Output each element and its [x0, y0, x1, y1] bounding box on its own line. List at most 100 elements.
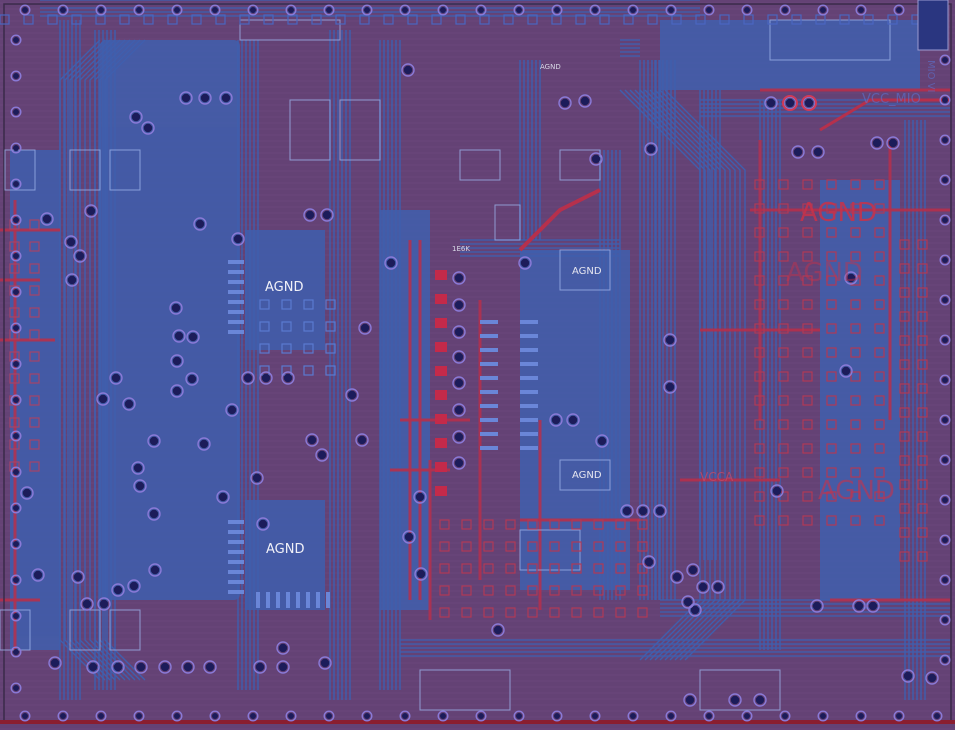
ic-pin: [520, 376, 538, 380]
via: [663, 333, 677, 347]
via: [57, 4, 69, 16]
pad: [615, 585, 626, 596]
pad: [874, 203, 885, 214]
pad: [505, 607, 516, 618]
ic-pin: [228, 310, 244, 314]
via-hole: [516, 713, 522, 719]
via-hole: [820, 7, 826, 13]
via-hole: [744, 713, 750, 719]
via: [185, 372, 199, 386]
pad: [47, 14, 58, 25]
pad: [325, 321, 336, 332]
via: [111, 660, 125, 674]
via: [401, 63, 415, 77]
via-hole: [111, 373, 121, 383]
via: [452, 376, 466, 390]
via: [627, 4, 639, 16]
pad: [899, 551, 910, 562]
via: [663, 380, 677, 394]
via-hole: [713, 582, 723, 592]
via: [127, 579, 141, 593]
pad: [850, 491, 861, 502]
pad: [778, 203, 789, 214]
via-hole: [706, 713, 712, 719]
via-hole: [347, 390, 357, 400]
pad: [461, 607, 472, 618]
via: [193, 217, 207, 231]
pad: [850, 395, 861, 406]
component-footprint: [559, 459, 611, 491]
via: [839, 364, 853, 378]
pad: [850, 515, 861, 526]
ic-pin: [480, 376, 498, 380]
via-hole: [896, 713, 902, 719]
bottom-trace: [99, 39, 141, 681]
via-hole: [326, 7, 332, 13]
ic-pin: [520, 446, 538, 450]
via-hole: [13, 145, 19, 151]
pad: [311, 14, 322, 25]
pad: [826, 251, 837, 262]
via: [413, 490, 427, 504]
pad: [826, 299, 837, 310]
via: [402, 530, 416, 544]
ic-pin: [435, 366, 447, 376]
via: [810, 599, 824, 613]
pad: [119, 14, 130, 25]
pad: [802, 467, 813, 478]
pad: [527, 541, 538, 552]
pad: [850, 203, 861, 214]
via-hole: [13, 181, 19, 187]
pad: [850, 299, 861, 310]
via-hole: [782, 713, 788, 719]
via-hole: [744, 7, 750, 13]
pad: [461, 585, 472, 596]
via-hole: [942, 297, 948, 303]
pad: [505, 563, 516, 574]
pad: [167, 14, 178, 25]
pad: [571, 607, 582, 618]
via: [19, 710, 31, 722]
pad: [29, 373, 40, 384]
component-footprint: [559, 249, 611, 291]
bottom-trace: [659, 89, 741, 661]
pad: [29, 461, 40, 472]
via: [855, 710, 867, 722]
pad: [917, 239, 928, 250]
top-trace: [518, 188, 601, 252]
bottom-trace: [79, 39, 121, 681]
via-hole: [75, 251, 85, 261]
via: [241, 371, 255, 385]
via: [247, 4, 259, 16]
pad: [826, 443, 837, 454]
pad: [455, 14, 466, 25]
pad: [802, 251, 813, 262]
pad: [637, 541, 648, 552]
ic-pin: [480, 432, 498, 436]
pad: [637, 585, 648, 596]
via-hole: [454, 352, 464, 362]
via-hole: [942, 657, 948, 663]
pad: [71, 14, 82, 25]
via: [578, 94, 592, 108]
ic-pin: [228, 270, 244, 274]
component-footprint: [459, 149, 501, 181]
pad: [754, 227, 765, 238]
pad: [850, 227, 861, 238]
via-hole: [872, 138, 882, 148]
via-hole: [181, 93, 191, 103]
pad: [461, 541, 472, 552]
via: [198, 91, 212, 105]
via-hole: [440, 7, 446, 13]
pad: [791, 14, 802, 25]
via-hole: [858, 7, 864, 13]
pad: [802, 371, 813, 382]
via: [931, 710, 943, 722]
pad: [325, 343, 336, 354]
via: [711, 580, 725, 594]
component-footprint: [109, 609, 141, 651]
ic-pin: [435, 294, 447, 304]
ic-pin: [520, 320, 538, 324]
